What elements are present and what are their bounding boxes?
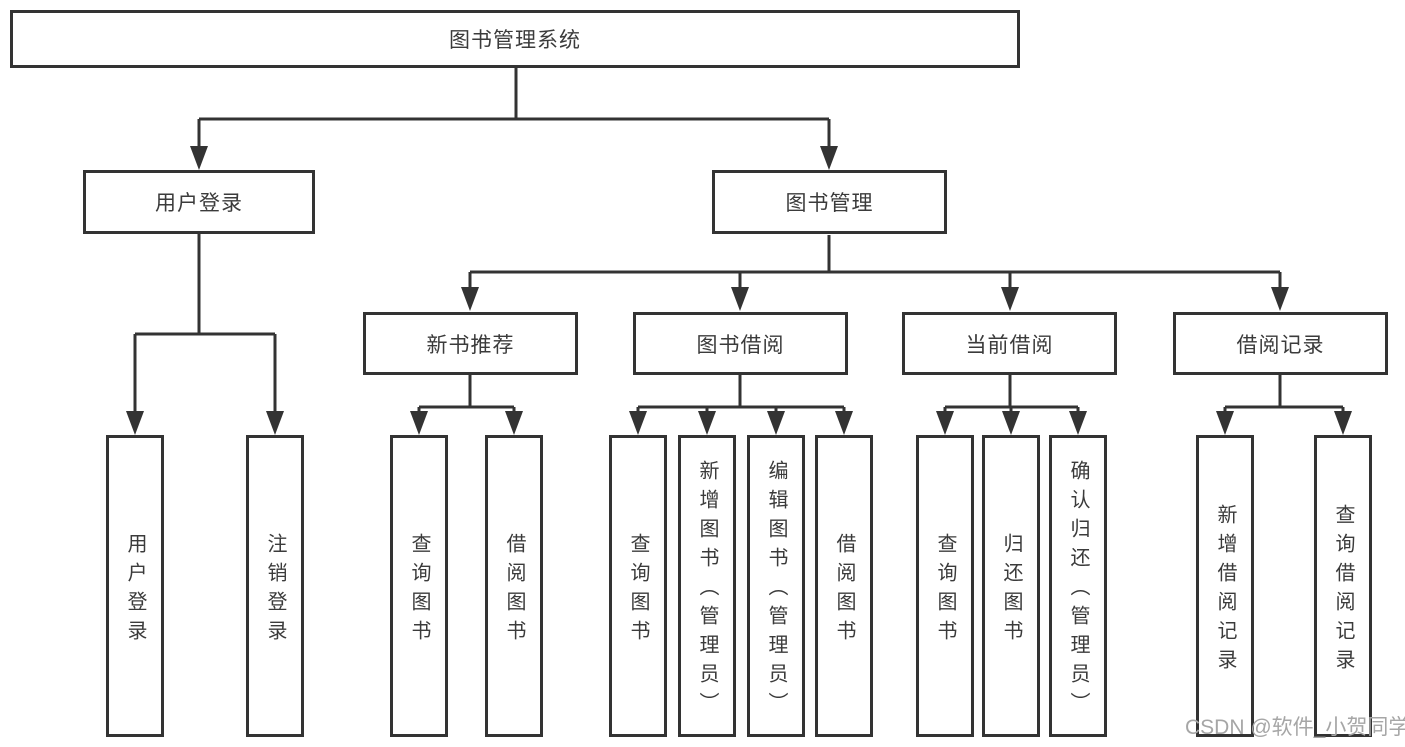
node-label: 归还图书: [1000, 532, 1022, 649]
node-label: 新增图书（管理员）: [696, 460, 718, 721]
node-leaf-query-books-borrowing: 查询图书: [609, 435, 667, 737]
arrowhead: [126, 411, 144, 435]
arrowhead: [461, 287, 479, 311]
node-label: 新增借阅记录: [1214, 503, 1236, 678]
node-label: 查询图书: [934, 532, 956, 649]
node-current-borrowing: 当前借阅: [902, 312, 1117, 375]
node-label: 用户登录: [124, 532, 146, 649]
node-label: 注销登录: [264, 532, 286, 649]
arrowhead: [505, 411, 523, 435]
node-leaf-borrow-books-recommend: 借阅图书: [485, 435, 543, 737]
node-user-login-branch: 用户登录: [83, 170, 315, 234]
node-label: 借阅图书: [833, 532, 855, 649]
node-leaf-query-borrow-record: 查询借阅记录: [1314, 435, 1372, 737]
node-label: 查询借阅记录: [1332, 503, 1354, 678]
arrowhead: [1069, 411, 1087, 435]
node-leaf-query-books-recommend: 查询图书: [390, 435, 448, 737]
node-label: 查询图书: [408, 532, 430, 649]
node-label: 借阅图书: [503, 532, 525, 649]
arrowhead: [731, 287, 749, 311]
node-leaf-borrow-books-borrowing: 借阅图书: [815, 435, 873, 737]
node-leaf-add-borrow-record: 新增借阅记录: [1196, 435, 1254, 737]
connector-records-to-leaves: [1223, 375, 1345, 413]
connector-newbook-to-leaves: [417, 375, 516, 413]
arrowhead: [698, 411, 716, 435]
csdn-watermark: CSDN @软件_小贺同学: [1185, 716, 1405, 739]
arrowhead: [1002, 411, 1020, 435]
node-leaf-add-books-admin: 新增图书（管理员）: [678, 435, 736, 737]
node-label: 编辑图书（管理员）: [765, 460, 787, 721]
arrowhead: [1001, 287, 1019, 311]
node-leaf-user-login: 用户登录: [106, 435, 164, 737]
node-book-management-branch: 图书管理: [712, 170, 947, 234]
connector-borrowing-to-leaves: [636, 375, 846, 413]
arrowhead: [1271, 287, 1289, 311]
node-new-book-recommend: 新书推荐: [363, 312, 578, 375]
arrowhead: [629, 411, 647, 435]
node-leaf-query-books-current: 查询图书: [916, 435, 974, 737]
connector-current-to-leaves: [943, 375, 1080, 413]
arrowhead: [190, 146, 208, 170]
connector-bookmgmt-to-level3: [468, 235, 1282, 289]
node-leaf-logout: 注销登录: [246, 435, 304, 737]
node-borrow-records: 借阅记录: [1173, 312, 1388, 375]
node-leaf-return-books: 归还图书: [982, 435, 1040, 737]
arrowhead: [835, 411, 853, 435]
node-label: 查询图书: [627, 532, 649, 649]
arrowhead: [266, 411, 284, 435]
connector-root-to-level2: [197, 68, 831, 148]
arrowheads: [126, 146, 1352, 435]
node-leaf-edit-books-admin: 编辑图书（管理员）: [747, 435, 805, 737]
node-leaf-confirm-return-admin: 确认归还（管理员）: [1049, 435, 1107, 737]
node-label: 确认归还（管理员）: [1067, 460, 1089, 721]
node-library-management-system: 图书管理系统: [10, 10, 1020, 68]
arrowhead: [820, 146, 838, 170]
connector-userlogin-to-leaves: [133, 234, 277, 413]
arrowhead: [936, 411, 954, 435]
arrowhead: [767, 411, 785, 435]
arrowhead: [410, 411, 428, 435]
arrowhead: [1334, 411, 1352, 435]
node-book-borrowing: 图书借阅: [633, 312, 848, 375]
arrowhead: [1216, 411, 1234, 435]
